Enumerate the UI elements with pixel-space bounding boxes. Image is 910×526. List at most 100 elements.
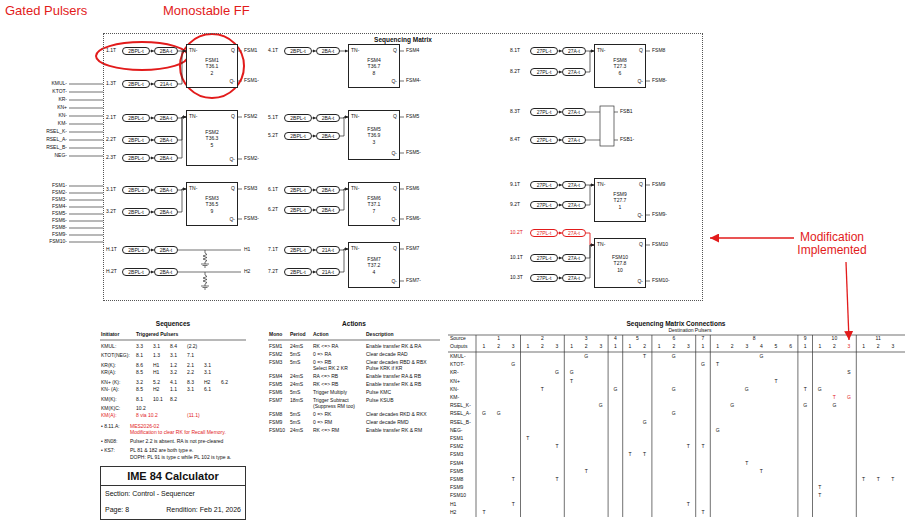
gated-pulser: 27PL-t <box>530 68 558 76</box>
title-block: IME 84 CalculatorSection: Control - Sequ… <box>100 466 246 520</box>
highlight-ellipse <box>96 42 188 70</box>
output-signal: FSM3 <box>244 186 257 192</box>
signal-name: NEG- <box>55 153 68 159</box>
node-text: TN- <box>597 182 605 188</box>
gate-wire <box>586 112 600 113</box>
matrix-mark: S <box>847 370 850 376</box>
node-text: TN- <box>351 48 359 54</box>
input-wire <box>69 193 103 194</box>
node-text: 27PL-t <box>537 203 552 208</box>
matrix-mark: T <box>774 379 777 385</box>
table-cell: Pulse KMC <box>366 390 391 396</box>
node-text: 2BA-t <box>160 116 173 121</box>
matrix-mark: T <box>643 354 646 360</box>
matrix-mark: T <box>512 477 515 483</box>
input-wire <box>69 200 103 201</box>
matrix-mark: G <box>672 411 676 417</box>
gated-pulser: 2BPL-t <box>122 114 150 122</box>
connector <box>340 249 348 272</box>
table-header: Source <box>450 336 466 342</box>
table-cell: 6.1 <box>204 387 211 393</box>
gated-pulser: 2BA-t <box>316 206 340 214</box>
node-text: 27PL-t <box>537 70 552 75</box>
column-number: 3 <box>585 336 588 342</box>
table-rule <box>710 335 711 517</box>
column-number: 6 <box>672 336 675 342</box>
pulser-number: 7.1T <box>268 247 278 253</box>
node-text: 2BA-t <box>160 156 173 161</box>
ground-symbol <box>203 265 208 266</box>
node-text: 27A-t <box>568 256 580 261</box>
node-text: Q- <box>391 217 397 223</box>
node-text: 2BPL-t <box>128 82 143 87</box>
node-text: 27PL-t <box>537 256 552 261</box>
input-wire <box>69 207 103 208</box>
matrix-mark: T <box>760 469 763 475</box>
signal-name: FSM6- <box>52 218 67 224</box>
table-cell: 8 via 10.2 <box>136 413 158 419</box>
node-text: 27PL-t <box>537 231 552 236</box>
ground-symbol <box>201 264 209 265</box>
output-wire <box>646 51 650 52</box>
node-text: 27A-t <box>568 203 580 208</box>
output-signal: FSM4 <box>406 48 419 54</box>
gated-pulser: 27A-t <box>562 254 586 262</box>
output-wire <box>400 117 404 118</box>
table-cell: RK <=> RM <box>313 428 339 434</box>
output-wire <box>646 215 650 216</box>
signal-name: FSM8- <box>52 225 67 231</box>
gated-pulser: 2BPL-t <box>122 268 150 276</box>
table-cell: FSM6 <box>269 390 282 396</box>
matrix-mark: G <box>672 387 676 393</box>
h-bus-wire <box>178 272 241 273</box>
node-text: Q- <box>637 213 643 219</box>
gated-pulser: 2BPL-t <box>284 132 312 140</box>
table-cell: 8.1 <box>136 397 143 403</box>
gated-pulser: 27A-t <box>562 47 586 55</box>
node-text: 21A-t <box>160 82 172 87</box>
matrix-mark: T <box>643 452 646 458</box>
matrix-mark: G <box>497 411 501 417</box>
pulser-number: 1.3T <box>106 81 116 87</box>
node-text: 2BPL-t <box>290 134 305 139</box>
matrix-mark: T <box>833 395 836 401</box>
gated-pulser: 2BA-t <box>154 186 178 194</box>
node-text: 2BA-t <box>160 188 173 193</box>
matrix-mark: G <box>643 420 647 426</box>
node-text: 2BPL-t <box>290 270 305 275</box>
pulser-number: 5.2T <box>268 133 278 139</box>
table-cell: FSM4 <box>269 374 282 380</box>
matrix-mark: T <box>804 387 807 393</box>
input-wire <box>69 156 103 157</box>
monostable-ff: TN-FSM8 T27.3 6QQ- <box>594 44 646 88</box>
column-number: 6 <box>789 344 792 350</box>
gated-pulser: 2BPL-t <box>284 206 312 214</box>
matrix-mark: T <box>526 436 529 442</box>
pulser-number: 5.1T <box>268 115 278 121</box>
monostable-ff: TN-FSM4 T36.7 8QQ- <box>348 44 400 88</box>
gated-pulser: 27PL-t <box>530 108 558 116</box>
matrix-mark: T <box>891 477 894 483</box>
table-cell: 8.5 <box>136 370 143 376</box>
gated-pulser: 27A-t <box>562 201 586 209</box>
row-name: RSEL_B- <box>450 420 471 426</box>
table-rule <box>520 335 521 517</box>
row-name: FSM5 <box>450 469 463 475</box>
node-text: FSM2 T36.3 5 <box>203 129 221 148</box>
table-cell: 0 => RM <box>313 420 332 426</box>
gated-pulser: 27PL-t <box>530 274 558 282</box>
node-text: Page: 8 <box>105 506 129 514</box>
node-text: 2BPL-t <box>290 188 305 193</box>
matrix-mark: T <box>862 477 865 483</box>
row-name: NEG- <box>450 428 463 434</box>
node-text: TN- <box>189 114 197 120</box>
node-text: 27A-t <box>568 110 580 115</box>
gated-pulser: 2BPL-t <box>122 154 150 162</box>
output-wire <box>400 219 404 220</box>
gated-pulser: 2BA-t <box>154 136 178 144</box>
pulser-number: 8.2T <box>510 69 520 75</box>
gated-pulser: 2BA-t <box>154 114 178 122</box>
signal-name: RSEL_K- <box>46 129 67 135</box>
matrix-mark: T <box>818 493 821 499</box>
node-text: Q- <box>391 279 397 285</box>
